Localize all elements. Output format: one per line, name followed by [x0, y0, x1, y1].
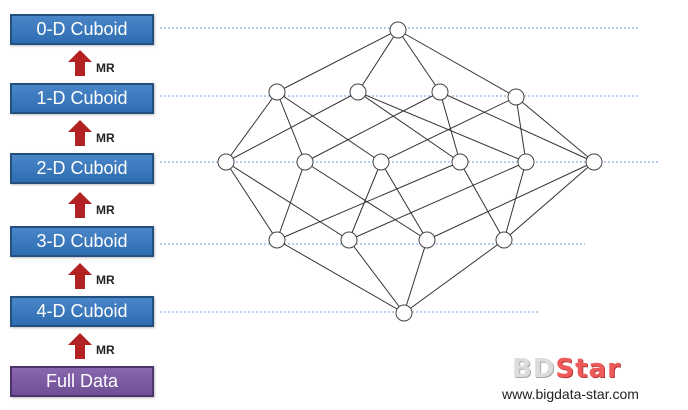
mr-label: MR — [96, 61, 115, 75]
lattice-edge — [380, 96, 517, 163]
lattice-edge — [397, 29, 517, 98]
mr-label: MR — [96, 203, 115, 217]
cuboid-node — [389, 21, 407, 39]
lattice-edge — [348, 239, 405, 314]
cuboid-node — [507, 88, 525, 106]
lattice-edge — [439, 91, 461, 163]
cuboid-node — [451, 153, 469, 171]
lattice-edge — [304, 161, 428, 241]
lattice-edge — [304, 91, 441, 163]
level-4d-cuboid-box: 4-D Cuboid — [10, 296, 154, 327]
lattice-edge — [276, 239, 405, 314]
cuboid-node — [395, 304, 413, 322]
lattice-edge — [357, 91, 461, 163]
lattice-edge — [225, 91, 278, 163]
bdstar-logo: BDStar — [512, 354, 621, 384]
level-1d-cuboid-box: 1-D Cuboid — [10, 83, 154, 114]
lattice-edge — [403, 239, 428, 314]
level-0d-cuboid-box: 0-D Cuboid — [10, 14, 154, 45]
cuboid-node — [340, 231, 358, 249]
lattice-edges — [225, 29, 595, 314]
cuboid-node — [268, 83, 286, 101]
lattice-edge — [426, 161, 595, 241]
lattice-edge — [348, 161, 382, 241]
cuboid-node — [217, 153, 235, 171]
level-3d-cuboid-box: 3-D Cuboid — [10, 226, 154, 257]
full-data-box: Full Data — [10, 366, 154, 397]
cuboid-node — [585, 153, 603, 171]
level-2d-cuboid-box: 2-D Cuboid — [10, 153, 154, 184]
lattice-edge — [276, 161, 306, 241]
lattice-edge — [515, 96, 527, 163]
cuboid-node — [349, 83, 367, 101]
lattice-edge — [348, 161, 527, 241]
lattice-edge — [276, 29, 399, 93]
mr-up-arrow-icon — [68, 50, 92, 76]
website-url: www.bigdata-star.com — [502, 386, 639, 402]
mr-label: MR — [96, 131, 115, 145]
mr-up-arrow-icon — [68, 263, 92, 289]
lattice-edge — [357, 91, 527, 163]
mr-label: MR — [96, 273, 115, 287]
lattice-edge — [503, 161, 595, 241]
lattice-edge — [403, 239, 505, 314]
lattice-edge — [459, 161, 505, 241]
lattice-edge — [439, 91, 595, 163]
lattice-nodes — [217, 21, 603, 322]
lattice-edge — [276, 91, 382, 163]
lattice-edge — [225, 161, 350, 241]
mr-up-arrow-icon — [68, 120, 92, 146]
cuboid-node — [372, 153, 390, 171]
cuboid-node — [495, 231, 513, 249]
mr-up-arrow-icon — [68, 192, 92, 218]
mr-label: MR — [96, 343, 115, 357]
lattice-edge — [225, 91, 359, 163]
cuboid-node — [431, 83, 449, 101]
cuboid-node — [268, 231, 286, 249]
mr-up-arrow-icon — [68, 333, 92, 359]
cuboid-node — [517, 153, 535, 171]
cuboid-node — [418, 231, 436, 249]
lattice-edge — [357, 29, 399, 93]
lattice-edge — [515, 96, 595, 163]
lattice-edge — [380, 161, 428, 241]
lattice-edge — [503, 161, 527, 241]
lattice-edge — [225, 161, 278, 241]
lattice-edge — [397, 29, 441, 93]
lattice-edge — [276, 161, 461, 241]
cuboid-node — [296, 153, 314, 171]
